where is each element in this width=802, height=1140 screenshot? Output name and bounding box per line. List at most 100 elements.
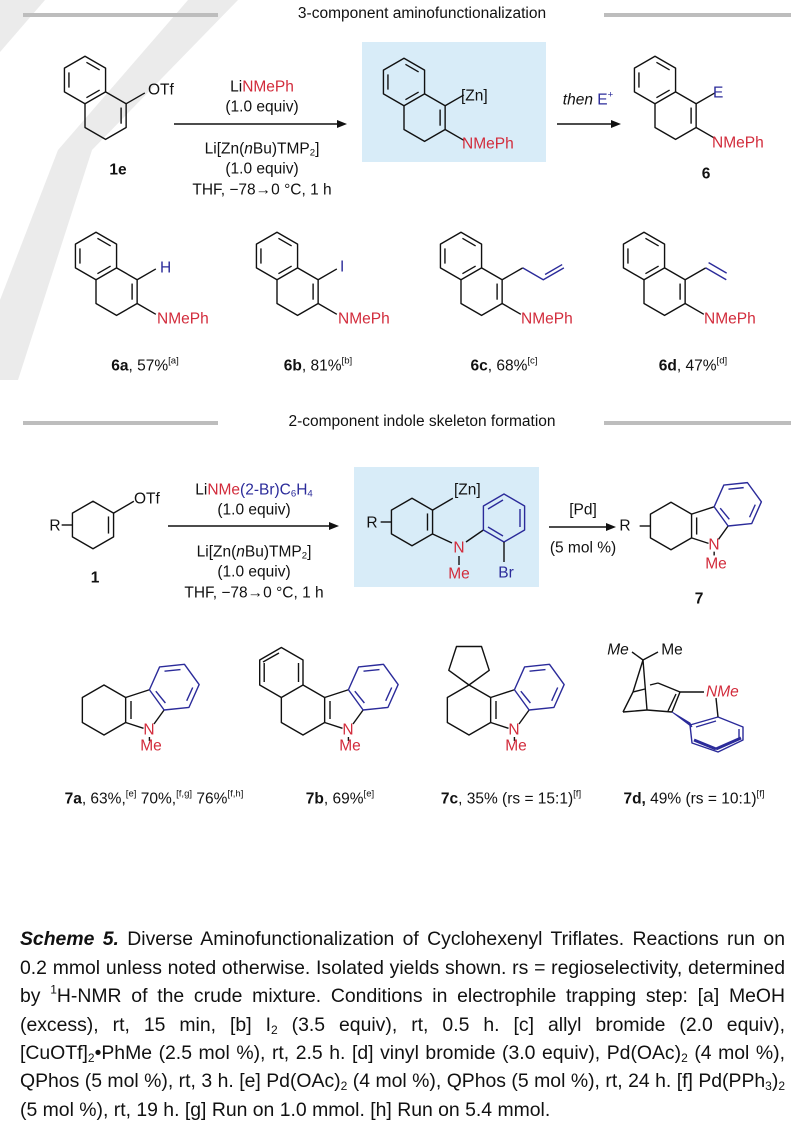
footnote-ref: [d] bbox=[716, 355, 728, 367]
subscript: 3 bbox=[765, 1079, 772, 1094]
section1-rule-right bbox=[604, 13, 791, 17]
caption-label: Scheme 5. bbox=[20, 928, 119, 951]
methyl-label: Me bbox=[705, 555, 727, 573]
amine-text: NMePh bbox=[242, 78, 294, 96]
r-group-label: R bbox=[366, 514, 378, 532]
amine-label: NMePh bbox=[338, 310, 390, 328]
amine-label: NMePh bbox=[462, 135, 514, 153]
aryl-text: H bbox=[296, 481, 308, 499]
yield-text: , 68% bbox=[487, 357, 528, 375]
zincate-intermediate-highlight bbox=[362, 42, 546, 162]
footnote-ref: [f] bbox=[756, 788, 765, 800]
caption-text: (5 mol %), rt, 19 h. [g] Run on 1.0 mmol… bbox=[20, 1098, 551, 1121]
footnote-ref: [a] bbox=[168, 355, 179, 367]
structure-6d bbox=[622, 231, 726, 317]
yield-7d: 7d, 49% (rs = 10:1)[f] bbox=[623, 788, 765, 808]
yield-text: , 69% bbox=[323, 790, 364, 808]
aryl-text: (2-Br)C bbox=[240, 481, 291, 499]
aryl-zincate-intermediate-highlight bbox=[354, 467, 539, 587]
structure-aryl-zinc-intermediate bbox=[381, 494, 525, 565]
lithium-text: Li bbox=[195, 481, 208, 499]
yield-6a: 6a, 57%[a] bbox=[111, 355, 179, 374]
reagent-zincate: Li[Zn(nBu)TMP2] bbox=[196, 543, 312, 561]
methyl-label: Me bbox=[448, 565, 470, 583]
methyl-label: Me bbox=[505, 737, 527, 755]
reagent-amide-equiv: (1.0 equiv) bbox=[225, 98, 299, 116]
caption-text: Diverse Aminofunctionalization of Cycloh… bbox=[20, 928, 785, 1008]
structure-7 bbox=[640, 481, 763, 557]
structure-7b bbox=[260, 648, 399, 742]
electrophile-step: then E+ bbox=[562, 89, 614, 109]
reaction-conditions: THF, −78→0 °C, 1 h bbox=[192, 181, 332, 199]
otf-label: OTf bbox=[134, 490, 160, 508]
compound-id: 7c bbox=[440, 790, 459, 808]
nme-label: NMe bbox=[706, 683, 739, 701]
amine-label: NMePh bbox=[157, 310, 209, 328]
amine-text: NMe bbox=[207, 481, 241, 499]
structure-6b bbox=[255, 231, 336, 317]
reaction-arrow bbox=[168, 522, 339, 530]
reagent-amide-equiv: (1.0 equiv) bbox=[217, 501, 291, 519]
reagent-amide: LiNMePh bbox=[230, 79, 294, 95]
nitrogen-label: N bbox=[708, 536, 720, 554]
zincate-n-text: n bbox=[244, 140, 253, 158]
caption-text: H-NMR of the crude mixture. Conditions i… bbox=[20, 985, 785, 1036]
structure-1 bbox=[62, 500, 134, 550]
structure-6 bbox=[633, 55, 714, 141]
yield-7b: 7b, 69%[e] bbox=[305, 788, 375, 808]
zincate-text: Li[Zn( bbox=[196, 543, 237, 561]
reaction-conditions: THF, −78→0 °C, 1 h bbox=[184, 584, 324, 602]
compound-id: 7d, bbox=[623, 790, 646, 808]
reagent-aryl-amide: LiNMe(2-Br)C6H4 bbox=[195, 481, 313, 499]
compound-id: 7b bbox=[305, 790, 324, 808]
charge-text: + bbox=[607, 89, 614, 101]
yield-text: 76% bbox=[192, 790, 228, 808]
subscript: 2 bbox=[87, 1051, 95, 1066]
r-group-label: R bbox=[619, 517, 631, 535]
compound-label-7: 7 bbox=[694, 590, 704, 608]
reaction-arrow bbox=[549, 523, 616, 531]
r-group-label: R bbox=[49, 517, 61, 535]
yield-7a: 7a, 63%,[e] 70%,[f,g] 76%[f,h] bbox=[64, 788, 244, 808]
compound-id: 6d bbox=[658, 357, 677, 375]
electrophile-text: E bbox=[597, 91, 608, 109]
caption-text: (4 mol %), QPhos (5 mol %), rt, 3 h. [e]… bbox=[20, 1042, 786, 1093]
structure-6a bbox=[74, 231, 155, 317]
zincate-text: Bu)TMP bbox=[252, 140, 310, 158]
compound-id: 6b bbox=[283, 357, 302, 375]
footnote-ref: [f] bbox=[573, 788, 582, 800]
methyl-label: Me bbox=[607, 641, 629, 659]
reaction-arrow bbox=[557, 120, 621, 128]
zinc-label: [Zn] bbox=[454, 481, 481, 499]
yield-text: , 81% bbox=[301, 357, 342, 375]
caption-text: (3.5 equiv), rt, 0.5 h. [c] allyl bromid… bbox=[20, 1013, 785, 1065]
yield-6b: 6b, 81%[b] bbox=[283, 356, 352, 375]
section1-rule-left bbox=[23, 13, 218, 17]
electrophile-label: E bbox=[713, 84, 724, 102]
yield-7c: 7c, 35% (rs = 15:1)[f] bbox=[440, 788, 582, 808]
catalyst-loading: (5 mol %) bbox=[549, 539, 617, 557]
caption-text: ) bbox=[771, 1070, 779, 1093]
nitrogen-label: N bbox=[508, 721, 520, 739]
section2-rule-right bbox=[604, 421, 791, 425]
superscript: 1 bbox=[50, 982, 57, 997]
then-text: then bbox=[562, 91, 593, 109]
caption-text: (4 mol %), QPhos (5 mol %), rt, 24 h. [f… bbox=[347, 1070, 766, 1093]
subscript: 2 bbox=[270, 1022, 278, 1037]
yield-text: , 35% (rs = 15:1) bbox=[458, 790, 574, 808]
footnote-ref: [e] bbox=[363, 788, 375, 800]
zincate-text: ] bbox=[307, 543, 312, 561]
structure-7a bbox=[81, 663, 200, 742]
zinc-label: [Zn] bbox=[461, 87, 488, 105]
methyl-label: Me bbox=[339, 737, 361, 755]
methyl-label: Me bbox=[140, 737, 162, 755]
footnote-ref: [f,g] bbox=[176, 788, 193, 800]
reagent-zincate-equiv: (1.0 equiv) bbox=[225, 160, 299, 178]
footnote-ref: [c] bbox=[527, 355, 538, 367]
scheme-caption: Scheme 5. Diverse Aminofunctionalization… bbox=[20, 925, 785, 1124]
compound-label-6: 6 bbox=[701, 165, 711, 183]
section1-title: 3-component aminofunctionalization bbox=[297, 5, 547, 22]
zincate-text: Bu)TMP bbox=[244, 543, 302, 561]
compound-id: 7a bbox=[64, 790, 82, 808]
iodine-label: I bbox=[340, 258, 345, 276]
